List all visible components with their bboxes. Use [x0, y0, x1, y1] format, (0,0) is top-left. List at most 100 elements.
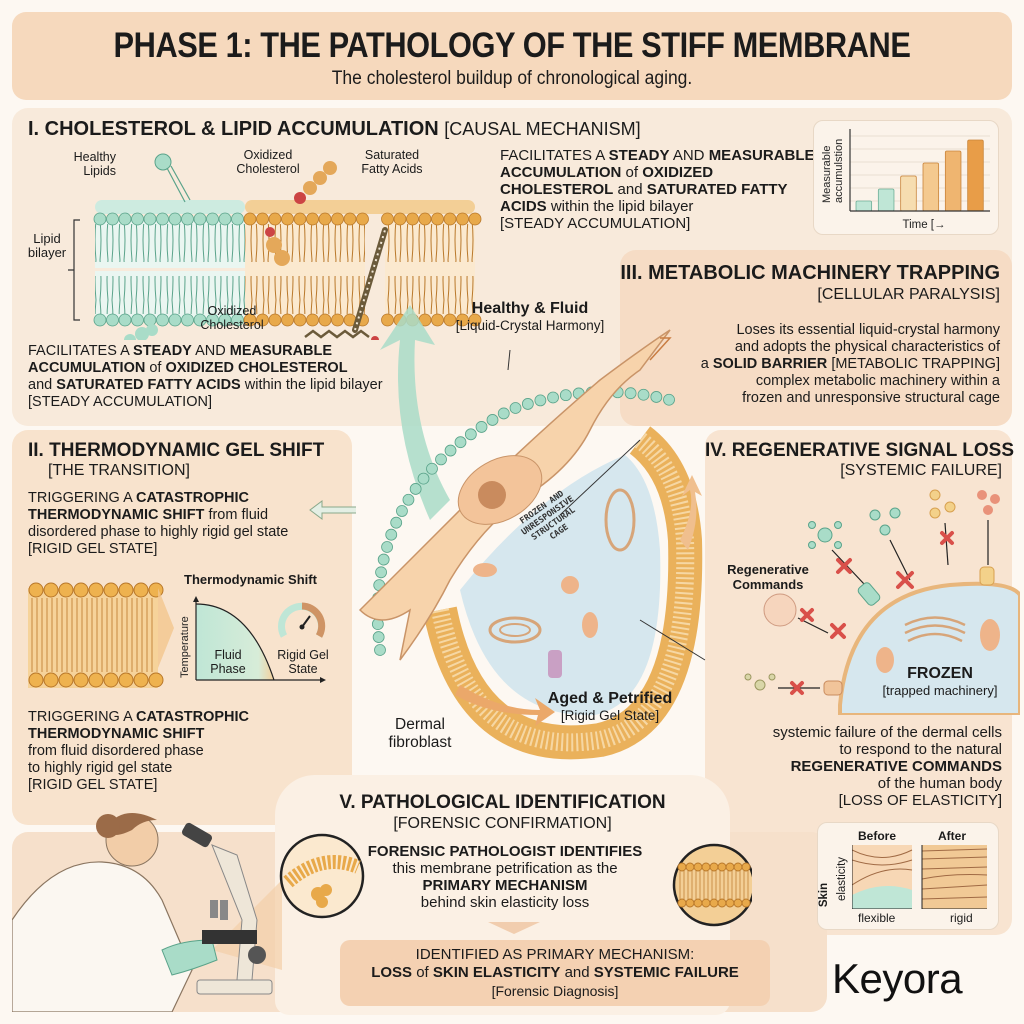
- lipid-head: [331, 313, 344, 327]
- healthy-lipid-head: [637, 388, 650, 401]
- healthy-lipid-head: [444, 444, 457, 457]
- phase-chart-ylabel: Temperature: [179, 616, 191, 678]
- lipid-head: [243, 313, 257, 327]
- lipid-head: [281, 212, 294, 226]
- metabolic-arrow-icon: [649, 337, 672, 361]
- after-label: After: [938, 829, 967, 843]
- skin-ylabel: Skin: [818, 882, 831, 908]
- healthy-lipid-head: [417, 472, 430, 485]
- lipid-head: [381, 212, 394, 226]
- gel-lipid-head: [28, 582, 44, 598]
- cell-nucleolus: [478, 481, 506, 509]
- section-1-description-left: FACILITATES A STEADY AND MEASURABLE ACCU…: [28, 343, 383, 410]
- section-5-title: V. PATHOLOGICAL IDENTIFICATION: [339, 792, 666, 813]
- lipid-head: [306, 212, 319, 226]
- healthy-lipid-head: [375, 566, 387, 579]
- gel-lipid-head: [103, 672, 119, 688]
- lipid-head: [331, 212, 344, 226]
- scientist-figure: [12, 812, 218, 1012]
- healthy-lipid-head: [509, 402, 522, 414]
- lipid-head: [156, 313, 169, 327]
- frozen-cytoplasm: [460, 455, 661, 716]
- healthy-lipid-head: [475, 421, 488, 433]
- membrane-back-row: [95, 200, 475, 214]
- gel-lipid-head: [58, 582, 74, 598]
- gel-lipid-head: [118, 582, 134, 598]
- lipid-head: [131, 313, 144, 327]
- elasticity-graphs: [852, 845, 988, 909]
- healthy-lipid-head: [534, 394, 547, 407]
- lipid-head: [356, 212, 369, 226]
- lipid-head: [93, 212, 107, 226]
- chart-ylabel-line1: Measurable: [821, 146, 833, 203]
- trapped-organelles: [473, 488, 636, 678]
- section-1-tag: [CAUSAL MECHANISM]: [444, 119, 641, 139]
- gel-lipid-head: [28, 672, 44, 688]
- damaged-membrane-magnifier: [279, 833, 365, 919]
- lipid-head: [268, 313, 282, 327]
- lipid-head: [343, 212, 357, 226]
- phase-chart-title: Thermodynamic Shift: [184, 572, 317, 587]
- accumulation-chart-svg: Measurable accumulstion Time [→: [821, 129, 990, 231]
- lipid-head: [206, 212, 219, 226]
- rigid-membrane-magnifier: [672, 843, 752, 927]
- chart-ylabel-line2: accumulstion: [833, 139, 845, 203]
- arrow-left-icon: [309, 500, 356, 520]
- gel-lipid-head: [58, 672, 74, 688]
- lipid-head: [118, 212, 132, 226]
- section-4-description: systemic failure of the dermal cells to …: [772, 724, 1002, 809]
- section-4-tag: [SYSTEMIC FAILURE]: [840, 462, 1002, 479]
- lipid-head: [456, 313, 469, 327]
- section-3-description: Loses its essential liquid-crystal harmo…: [700, 322, 1000, 406]
- healthy-lipid-head: [402, 493, 415, 506]
- section-4-title: IV. REGENERATIVE SIGNAL LOSS: [705, 440, 1014, 461]
- lipid-head: [418, 212, 432, 226]
- lipid-head: [193, 313, 207, 327]
- lipid-head: [293, 212, 307, 226]
- frozen-label: FROZEN [trapped machinery]: [882, 665, 998, 698]
- chart-bar-t1: [855, 200, 873, 212]
- lipid-head: [256, 313, 269, 327]
- lipid-head: [318, 212, 332, 226]
- section-5-description: FORENSIC PATHOLOGIST IDENTIFIES this mem…: [367, 843, 643, 911]
- healthy-lipid-head: [454, 436, 467, 449]
- gel-lipid-head: [43, 672, 59, 688]
- oxidized-cholesterol-molecule-top: [265, 161, 337, 266]
- section-3-panel: [620, 250, 1012, 426]
- cholesterol-molecule-teal: [124, 324, 158, 340]
- healthy-lipid-head: [521, 398, 534, 410]
- lipid-head: [206, 313, 219, 327]
- chart-bar-t2: [877, 188, 895, 212]
- aged-petrified-label: Aged & Petrified [Rigid Gel State]: [547, 690, 673, 723]
- healthy-fluid-label: Healthy & Fluid [Liquid-Crystal Harmony]: [455, 300, 605, 333]
- before-label: Before: [858, 829, 897, 843]
- gel-lipid-head: [88, 582, 104, 598]
- section-2-description-top: TRIGGERING A CATASTROPHIC THERMODYNAMIC …: [28, 490, 289, 557]
- lipid-head: [168, 212, 182, 226]
- section-3-title: III. METABOLIC MACHINERY TRAPPING: [620, 262, 1000, 284]
- lipid-bilayer-illustration: [68, 153, 482, 340]
- healthy-lipid-head: [497, 407, 510, 420]
- gel-lipid-head: [88, 672, 104, 688]
- lipid-head: [268, 212, 282, 226]
- chart-bar-t4: [922, 162, 940, 212]
- gel-lipid-head: [118, 672, 134, 688]
- healthy-lipid-head: [624, 387, 637, 400]
- section-2-description-bottom: TRIGGERING A CATASTROPHIC THERMODYNAMIC …: [28, 709, 250, 793]
- lipid-head: [118, 313, 132, 327]
- header-banner: PHASE 1: THE PATHOLOGY OF THE STIFF MEMB…: [12, 12, 1012, 100]
- lipid-head: [181, 212, 194, 226]
- lipid-head: [218, 313, 232, 327]
- down-triangle-icon: [488, 922, 540, 934]
- lipid-head: [131, 212, 144, 226]
- healthy-lipid-head: [464, 428, 477, 441]
- lipid-head: [393, 212, 407, 226]
- flexible-caption: flexible: [858, 911, 896, 925]
- chart-xlabel: Time [→: [902, 219, 945, 231]
- gel-lipid-head: [133, 582, 149, 598]
- section-1-title: I. CHOLESTEROL & LIPID ACCUMULATION: [28, 118, 439, 140]
